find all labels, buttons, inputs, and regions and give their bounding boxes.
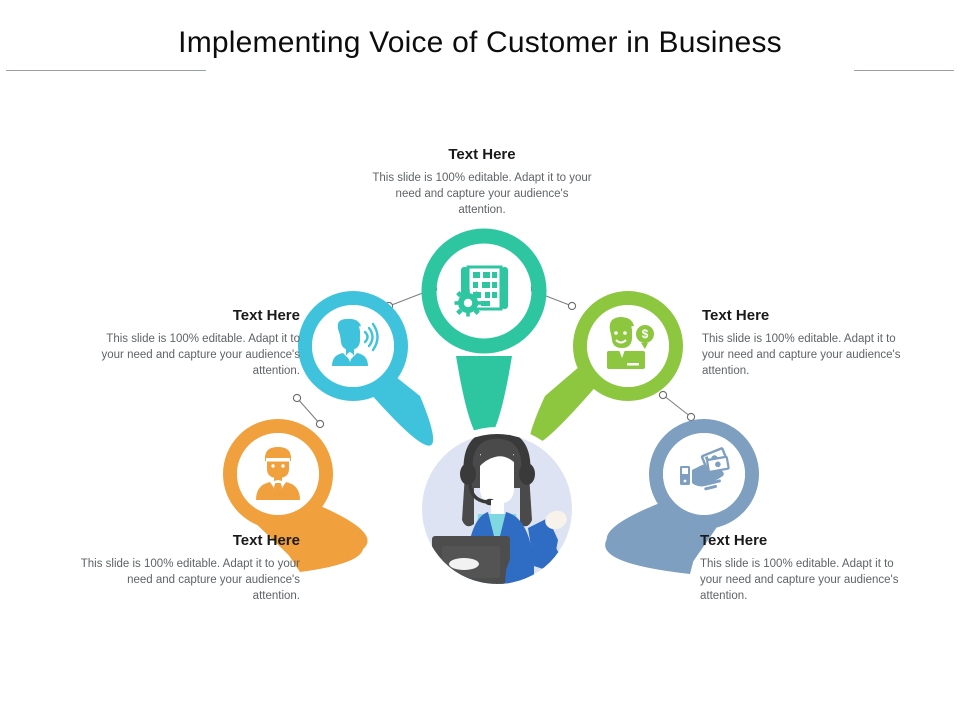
connector-dot xyxy=(686,412,696,422)
callout-top-heading: Text Here xyxy=(448,146,516,163)
node-top[interactable] xyxy=(421,228,547,354)
title-rule-right xyxy=(854,70,954,71)
center-node[interactable] xyxy=(415,427,579,596)
node-right-middle[interactable]: $ xyxy=(573,291,683,401)
callout-right-middle-body: This slide is 100% editable. Adapt it to… xyxy=(702,332,901,378)
callout-right-bottom-heading: Text Here xyxy=(700,532,768,549)
connector-dot xyxy=(315,419,325,429)
title-rule-left xyxy=(6,70,206,71)
node-left-bottom-ring[interactable] xyxy=(223,419,333,529)
wedge-top xyxy=(456,356,512,441)
hand-cash-icon xyxy=(680,447,730,491)
callout-right-middle: Text Here This slide is 100% editable. A… xyxy=(702,307,914,379)
connector-dot xyxy=(658,390,668,400)
callout-right-bottom: Text Here This slide is 100% editable. A… xyxy=(700,532,918,604)
customer-dollar-icon: $ xyxy=(607,317,654,369)
callout-right-bottom-body: This slide is 100% editable. Adapt it to… xyxy=(700,557,899,603)
voice-of-customer-diagram: $ xyxy=(0,96,960,656)
node-top-ring[interactable] xyxy=(421,228,547,354)
speaking-person-icon xyxy=(332,318,379,366)
callout-left-bottom-heading: Text Here xyxy=(232,532,300,549)
callout-left-middle-heading: Text Here xyxy=(232,307,300,324)
svg-text:$: $ xyxy=(642,327,649,341)
connector-dot xyxy=(567,301,577,311)
callout-left-bottom-body: This slide is 100% editable. Adapt it to… xyxy=(80,557,300,603)
call-center-agent-icon xyxy=(432,434,567,584)
callout-left-bottom: Text Here This slide is 100% editable. A… xyxy=(80,532,300,604)
callout-top: Text Here This slide is 100% editable. A… xyxy=(371,146,593,218)
businessman-icon xyxy=(256,447,300,500)
callout-top-body: This slide is 100% editable. Adapt it to… xyxy=(372,171,592,217)
node-left-middle[interactable] xyxy=(298,291,408,401)
blueprint-gear-icon xyxy=(454,265,508,317)
callout-left-middle: Text Here This slide is 100% editable. A… xyxy=(84,307,300,379)
node-right-bottom[interactable] xyxy=(649,419,759,529)
callout-right-middle-heading: Text Here xyxy=(702,307,770,324)
callout-left-middle-body: This slide is 100% editable. Adapt it to… xyxy=(101,332,300,378)
node-right-bottom-ring[interactable] xyxy=(649,419,759,529)
slide-header: Implementing Voice of Customer in Busine… xyxy=(0,26,960,84)
page-title: Implementing Voice of Customer in Busine… xyxy=(178,26,782,59)
node-left-bottom[interactable] xyxy=(223,419,333,529)
connector-dot xyxy=(292,393,302,403)
node-right-middle-ring[interactable] xyxy=(573,291,683,401)
node-left-middle-ring[interactable] xyxy=(298,291,408,401)
